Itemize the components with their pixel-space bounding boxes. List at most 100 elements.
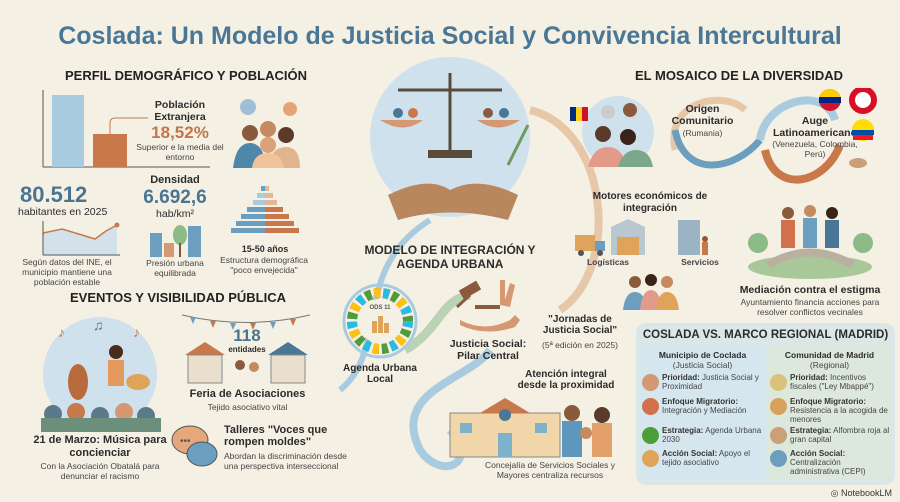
comparison-row: Prioridad: Justicia Social y Proximidad <box>662 373 762 392</box>
venezuela-flag-icon <box>819 89 841 111</box>
comparativa-heading: COSLADA VS. MARCO REGIONAL (MADRID) <box>642 329 889 341</box>
feria-count-label: entidades <box>228 345 266 354</box>
notebooklm-logo-icon: ◎ <box>830 488 841 498</box>
bar-total <box>52 95 84 167</box>
bar-callout-line <box>109 117 148 134</box>
svg-text:•••: ••• <box>180 436 191 447</box>
gavel-hands-icon <box>455 280 520 332</box>
extranjera-note: Superior e la media del entorno <box>136 142 224 162</box>
origen-label: Origen Comunitario <box>671 103 734 127</box>
row-key: Prioridad: <box>790 373 828 382</box>
associations-fair-illustration <box>181 314 311 384</box>
row-value: Resistencia a la acogida de menores <box>790 405 888 424</box>
marzo-note: Con la Asociación Obatalá para denunciar… <box>40 461 160 481</box>
densidad-value: 6.692,6 <box>143 187 207 208</box>
music-concert-illustration: ♪ ♫ ♪ <box>41 317 161 432</box>
ods-label: ODS 11 <box>369 305 391 311</box>
mediation-bridge-illustration <box>748 205 873 279</box>
motores-label: Motores económicos de integración <box>592 191 708 214</box>
demografia-heading: PERFIL DEMOGRÁFICO Y POBLACIÓN <box>65 68 307 83</box>
comparison-row: Estrategia: Alfombra roja al gran capita… <box>790 426 890 445</box>
col2-title: Comunidad de Madrid <box>784 350 875 360</box>
hands-heart-icon <box>642 450 659 467</box>
notebooklm-brand: ◎ NotebookLM <box>831 488 892 499</box>
habitantes-note: Según datos del INE, el municipio mantie… <box>22 257 112 287</box>
bank-icon <box>770 427 787 444</box>
densidad-label: Densidad <box>150 174 200 186</box>
brand-label: NotebookLM <box>840 488 892 498</box>
svg-text:♫: ♫ <box>93 317 104 333</box>
trend-line <box>42 224 118 240</box>
justicia-label: Justicia Social: Pilar Central <box>449 338 527 362</box>
workers-group-icon <box>623 274 679 310</box>
auge-label: Auge Latinoamericano <box>772 115 858 139</box>
svg-text:♪: ♪ <box>58 324 65 340</box>
comparison-row: Enfoque Migratorio: Integración y Mediac… <box>662 397 762 416</box>
comparison-row: Acción Social: Apoyo el tejido asociativ… <box>662 449 762 468</box>
heart-icon <box>642 398 659 415</box>
piramide-note: Estructura demográfica "poco envejecida" <box>220 255 308 275</box>
atencion-label: Atención integral desde la proximidad <box>517 369 615 391</box>
peru-flag-icon <box>849 88 877 114</box>
row-value: Agenda Urbana 2030 <box>662 426 762 444</box>
ecuador-flag-icon <box>852 119 874 141</box>
row-value: Integración y Mediación <box>662 405 747 415</box>
modelo-heading: MODELO DE INTEGRACIÓN Y AGENDA URBANA <box>364 243 536 271</box>
madrid-column <box>768 346 891 480</box>
row-key: Estrategia: <box>662 426 704 435</box>
row-value: Centralización administrativa (CEPI) <box>790 457 866 476</box>
svg-text:♪: ♪ <box>133 324 140 340</box>
mediacion-label: Mediación contra el estigma <box>739 284 881 296</box>
office-building-icon <box>770 450 787 467</box>
eventos-heading: EVENTOS Y VISIBILIDAD PÚBLICA <box>70 290 286 305</box>
row-key: Acción Social: <box>662 449 718 458</box>
logistics-services-icons <box>575 219 708 256</box>
densidad-unit: hab/km² <box>156 208 194 220</box>
col2-subtitle: (Regional) <box>809 360 850 370</box>
row-value: Incentivos fiscales ("Ley Mbappé") <box>790 373 874 391</box>
community-people-illustration <box>570 96 654 167</box>
origen-note: (Rumania) <box>682 128 723 138</box>
jornadas-label: "Jornadas de Justicia Social" <box>542 314 618 336</box>
habitantes-value: 80.512 <box>20 182 88 207</box>
row-value: Alfombra roja al gran capital <box>790 426 890 444</box>
auge-note: (Venezuela, Colombia, Perú) <box>772 139 858 159</box>
extranjera-label: Población Extranjera <box>154 99 206 123</box>
habitantes-label: habitantes en 2025 <box>18 206 108 218</box>
social-services-building-illustration <box>449 398 612 458</box>
piramide-label: 15-50 años <box>241 244 289 254</box>
row-key: Prioridad: <box>662 373 700 382</box>
logisticas-label: Logísticas <box>586 257 630 267</box>
marzo-title: 21 de Marzo: Música para concienciar <box>33 434 167 459</box>
handshake-icon <box>642 374 659 391</box>
speech-bubbles-icon: ••• <box>171 425 218 467</box>
comparison-row: Prioridad: Incentivos fiscales ("Ley Mba… <box>790 373 890 392</box>
jornadas-note: (5ª edición en 2025) <box>542 340 618 350</box>
justice-scales-handshake-illustration <box>370 57 530 220</box>
atencion-note: Concejalía de Servicios Sociales y Mayor… <box>485 460 615 480</box>
feria-count: 118 <box>233 326 261 345</box>
row-key: Enfoque Migratorio: <box>790 397 866 406</box>
col1-subtitle: (Justicia Social) <box>672 360 733 370</box>
diverse-people-icon <box>233 99 300 168</box>
population-bar-chart <box>42 90 210 168</box>
row-value: Justicia Social y Proximidad <box>662 373 759 391</box>
page-title: Coslada: Un Modelo de Justicia Social y … <box>58 22 842 50</box>
population-trend-chart <box>42 221 120 256</box>
ods-wheel-icon <box>342 283 418 359</box>
money-stack-icon <box>770 398 787 415</box>
row-value: Apoyo el tejido asociativo <box>662 449 751 467</box>
feria-note: Tejido asociativo vital <box>207 402 288 412</box>
coslada-column <box>640 346 765 480</box>
feria-title: Feria de Asociaciones <box>189 388 306 400</box>
densidad-note: Presión urbana equilibrada <box>146 258 204 278</box>
bar-extranjera <box>93 134 127 167</box>
row-key: Estrategia: <box>790 426 832 435</box>
talleres-note: Abordan la discriminación desde una pers… <box>224 451 347 471</box>
country-flags-icon <box>819 88 877 168</box>
mosaico-heading: EL MOSAICO DE LA DIVERSIDAD <box>635 68 844 83</box>
mediacion-note: Ayuntamiento financia acciones para reso… <box>740 297 880 317</box>
comparison-row: Estrategia: Agenda Urbana 2030 <box>662 426 762 445</box>
agenda-label: Agenda Urbana Local <box>343 363 417 385</box>
row-key: Enfoque Migratorio: <box>662 397 738 406</box>
